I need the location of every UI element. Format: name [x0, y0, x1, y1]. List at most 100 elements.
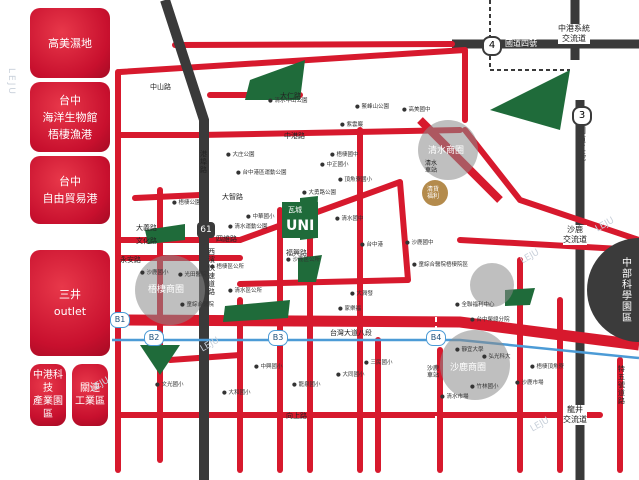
tile-ocean-museum[interactable]: 台中 海洋生物館 梧棲漁港: [30, 82, 110, 152]
poi-label: ● 中興國小: [254, 364, 283, 370]
poi-label: ● 沙鹿區公所: [286, 257, 321, 263]
poi-label: ● 中正國小: [320, 162, 349, 168]
watermark-vertical: LEJU: [6, 68, 16, 96]
poi-label: ● 梧棲區公所: [210, 264, 245, 270]
poi-label: ● 梧棲國中: [330, 152, 359, 158]
interchange-text: 道路: [618, 389, 625, 405]
poi-label: ● 竹林國小: [470, 384, 499, 390]
hub-circles: [135, 120, 514, 400]
poi-label: ● 清水國中: [335, 216, 364, 222]
science-park-shape: [587, 238, 639, 342]
tile-text: 台中: [59, 175, 81, 188]
poi-label: ● 沙鹿國小: [140, 270, 169, 276]
interchange-text: 龍井: [567, 405, 583, 414]
poi-label: ● 大同國小: [336, 372, 365, 378]
bus-stop-b4[interactable]: B4: [426, 330, 446, 346]
tile-gaomei[interactable]: 高美濕地: [30, 8, 110, 78]
station-text: 福利: [427, 193, 440, 200]
poi-label: ● 清水中山公園: [268, 98, 308, 104]
poi-label: ● 沙鹿國中: [405, 240, 434, 246]
station-text: 清貨: [427, 186, 440, 193]
hub-label-wuqi: 梧棲商圈: [148, 285, 185, 295]
interchange-te5: 特五號道路: [618, 365, 630, 405]
poi-label: ● 中華國小: [246, 214, 275, 220]
interchange-text: 特五號: [618, 365, 625, 389]
road-label: 中港路: [284, 132, 305, 140]
poi-label: ● 清水運動公園: [228, 224, 268, 230]
tile-text: 關連: [80, 383, 100, 394]
gangbu-road: [160, 0, 209, 480]
poi-label: ● 靜宜大學: [455, 347, 484, 353]
poi-label: ● 三民國小: [364, 360, 393, 366]
station-qingshui: 清水車站: [425, 160, 437, 174]
poi-label: ● 沙鹿市場: [515, 380, 544, 386]
hub-label-shalu: 沙鹿商圈: [450, 363, 487, 373]
hub-circle: [418, 120, 478, 180]
road-label: 西濱快速道路: [208, 248, 215, 296]
poi-label: ● 大和國小: [222, 390, 251, 396]
tile-text: 工業區: [75, 396, 105, 407]
poi-label: ● 大勇路公園: [302, 190, 337, 196]
poi-label: ● 梧棲公園: [172, 200, 201, 206]
park-shape: [223, 300, 290, 322]
tile-guanlian[interactable]: 關連 工業區: [72, 364, 108, 426]
gold-station-marker: [422, 180, 448, 206]
hub-circle: [135, 255, 205, 325]
interchange-text: 沙鹿: [567, 225, 583, 234]
tile-text: 台中: [59, 93, 81, 107]
project-name: UNI: [286, 218, 314, 234]
tile-mitsui-outlet[interactable]: 三井 outlet: [30, 250, 110, 356]
road-label: 四維路: [216, 235, 237, 243]
bus-stop-b2[interactable]: B2: [144, 330, 164, 346]
poi-label: ● 全聯福利中心: [455, 302, 495, 308]
tile-text: 梧棲漁港: [48, 127, 92, 141]
parks: [140, 60, 570, 375]
poi-label: ● 清水市場: [440, 394, 469, 400]
poi-label: ● 童綜合醫院梧棲院區: [412, 262, 469, 268]
park-shape: [140, 345, 180, 375]
park-shape: [298, 255, 322, 282]
tile-text: 自由貿易港: [42, 192, 98, 205]
bus-stop-b1[interactable]: B1: [110, 312, 130, 328]
tile-free-trade-port[interactable]: 台中 自由貿易港: [30, 156, 110, 224]
interchange-text: 交流道: [563, 415, 587, 424]
poi-label: ● 頂魚寮國小: [338, 177, 373, 183]
route4-shield-icon: 4: [482, 36, 502, 56]
station-gold: 清貨福利: [427, 186, 439, 200]
poi-label: ● 梧棲頂魚寮: [530, 364, 565, 370]
road-label: 大智路: [222, 193, 243, 201]
poi-label: ● 紫雲巖: [340, 122, 364, 128]
project-marker: [282, 202, 318, 238]
park-shape: [145, 224, 185, 244]
interchange-shalu: 沙鹿 交流道: [563, 225, 587, 245]
road-label: 中山路: [150, 83, 171, 91]
project-brand: 瓦城: [288, 206, 302, 214]
station-shalu: 沙鹿車站: [427, 365, 439, 379]
tile-science-park[interactable]: 中港科技 產業園區: [30, 364, 66, 426]
park-shape: [490, 70, 570, 130]
tile-text: 中港科技: [33, 370, 63, 394]
road-label: 向上路: [286, 412, 307, 420]
road-label: 福興路: [286, 249, 307, 257]
poi-label: ● 鰲峰山公園: [355, 104, 390, 110]
road-label: 國道三號: [578, 126, 586, 162]
poi-label: ● 台中榮總分院: [470, 317, 510, 323]
road-label: 港埠路: [200, 150, 207, 174]
poi-label: ● 高美國中: [402, 107, 431, 113]
bus-stop-b3[interactable]: B3: [268, 330, 288, 346]
poi-label: ● 弘光科大: [482, 354, 511, 360]
route61-shield-icon: 61: [197, 222, 215, 238]
poi-label: ● 家樂福: [338, 306, 362, 312]
road-label: 大仁路: [280, 92, 301, 100]
road-label: 永安路: [120, 256, 141, 264]
park-shape: [245, 60, 305, 100]
road-label: 國道四號: [505, 39, 537, 48]
station-text: 車站: [425, 167, 438, 174]
tile-text: 海洋生物館: [42, 110, 98, 124]
tile-text: outlet: [53, 305, 87, 318]
interchange-text: 交流道: [562, 34, 586, 43]
poi-label: ● 龍泉國小: [292, 382, 321, 388]
poi-label: ● 大潤發: [350, 291, 374, 297]
poi-label: ● 童綜合醫院: [180, 302, 215, 308]
